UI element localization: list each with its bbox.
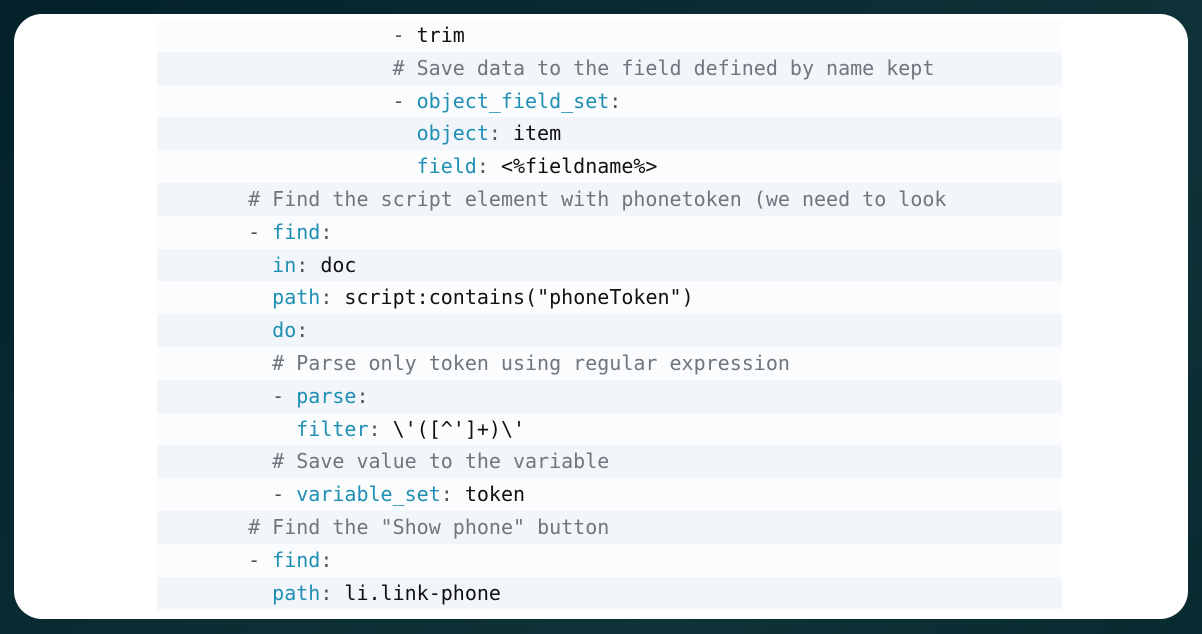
- code-separator: :: [320, 547, 333, 572]
- code-line: # Find the "Show phone" button: [157, 511, 1062, 544]
- code-comment: # Find the script element with phonetoke…: [248, 187, 947, 211]
- code-key: path: [272, 285, 321, 310]
- code-line: # Save value to the variable: [157, 445, 1062, 479]
- code-value: doc: [320, 252, 357, 277]
- code-key: path: [272, 580, 321, 605]
- code-key: in: [272, 252, 297, 277]
- code-comment: # Find the "Show phone" button: [248, 515, 610, 539]
- code-value: \'([^']+)\': [392, 416, 526, 441]
- code-separator: :: [320, 580, 345, 605]
- code-separator: :: [320, 219, 333, 244]
- code-line: - trim: [157, 19, 1062, 52]
- code-line-content: in: doc: [272, 249, 356, 282]
- code-line-content: # Save value to the variable: [272, 445, 609, 478]
- code-line: path: li.link-phone: [157, 576, 1062, 610]
- code-line-content: do:: [272, 314, 308, 347]
- code-separator: :: [609, 88, 622, 113]
- code-line-content: # Find the script element with phonetoke…: [248, 183, 946, 216]
- code-line: field: <%fieldname%>: [157, 150, 1062, 183]
- code-dash: -: [392, 23, 417, 47]
- code-separator: :: [296, 252, 321, 277]
- code-line: # Save data to the field defined by name…: [157, 51, 1062, 85]
- code-key: find: [272, 219, 321, 244]
- code-line: # Parse only token using regular express…: [157, 347, 1062, 380]
- code-line: filter: \'([^']+)\': [157, 413, 1062, 446]
- code-line-content: # Save data to the field defined by name…: [393, 52, 935, 85]
- code-separator: :: [440, 482, 465, 507]
- code-line-content: - variable_set: token: [272, 478, 525, 511]
- code-line-content: - parse:: [272, 380, 368, 413]
- code-dash: -: [272, 383, 297, 408]
- code-line: in: doc: [157, 248, 1062, 282]
- code-line-content: - find:: [248, 216, 332, 249]
- code-line-content: - find:: [248, 544, 332, 577]
- code-dash: -: [248, 547, 273, 572]
- code-key: variable_set: [296, 482, 441, 507]
- code-key: object: [416, 121, 489, 146]
- code-comment: # Save value to the variable: [272, 449, 610, 474]
- code-line-content: - object_field_set:: [393, 85, 622, 118]
- code-value: <%fieldname%>: [500, 154, 658, 179]
- code-line-content: # Parse only token using regular express…: [272, 347, 790, 380]
- code-comment: # Save data to the field defined by name…: [392, 55, 935, 80]
- code-value: trim: [416, 23, 465, 47]
- code-value: li.link-phone: [344, 580, 501, 605]
- code-block: - trim # Save data to the field defined b…: [157, 19, 1062, 612]
- code-value: script:contains("phoneToken"): [344, 285, 694, 310]
- code-line: - find:: [157, 544, 1062, 577]
- code-line: - find:: [157, 216, 1062, 249]
- code-separator: :: [296, 318, 309, 343]
- code-separator: :: [476, 154, 501, 179]
- code-line: - parse:: [157, 379, 1062, 413]
- code-line-content: filter: \'([^']+)\': [296, 413, 525, 446]
- code-line-content: - trim: [393, 19, 465, 52]
- code-dash: -: [272, 482, 297, 507]
- code-key: do: [272, 318, 297, 343]
- code-line-content: object: item: [417, 117, 562, 150]
- code-dash: -: [392, 88, 417, 113]
- code-line: do:: [157, 314, 1062, 347]
- code-separator: :: [356, 383, 369, 408]
- code-line: - object_field_set:: [157, 85, 1062, 118]
- code-separator: :: [368, 416, 393, 441]
- code-line-content: # Find the "Show phone" button: [248, 511, 609, 544]
- code-line-content: field: <%fieldname%>: [417, 150, 658, 183]
- code-line-content: path: li.link-phone: [272, 577, 501, 610]
- code-key: find: [272, 547, 321, 572]
- code-separator: :: [488, 121, 513, 146]
- code-line: path: script:contains("phoneToken"): [157, 281, 1062, 314]
- code-line: object: item: [157, 117, 1062, 151]
- code-key: object_field_set: [416, 88, 610, 113]
- code-dash: -: [248, 219, 273, 244]
- code-separator: :: [320, 285, 345, 310]
- code-line: # Find the script element with phonetoke…: [157, 183, 1062, 216]
- code-key: parse: [296, 383, 357, 408]
- code-comment: # Parse only token using regular express…: [272, 351, 790, 375]
- code-line-content: path: script:contains("phoneToken"): [272, 281, 693, 314]
- code-value: token: [464, 482, 526, 507]
- code-value: item: [512, 121, 562, 146]
- content-card: - trim # Save data to the field defined b…: [14, 14, 1188, 619]
- code-key: filter: [296, 416, 369, 441]
- code-line: - variable_set: token: [157, 478, 1062, 511]
- code-key: field: [416, 154, 477, 179]
